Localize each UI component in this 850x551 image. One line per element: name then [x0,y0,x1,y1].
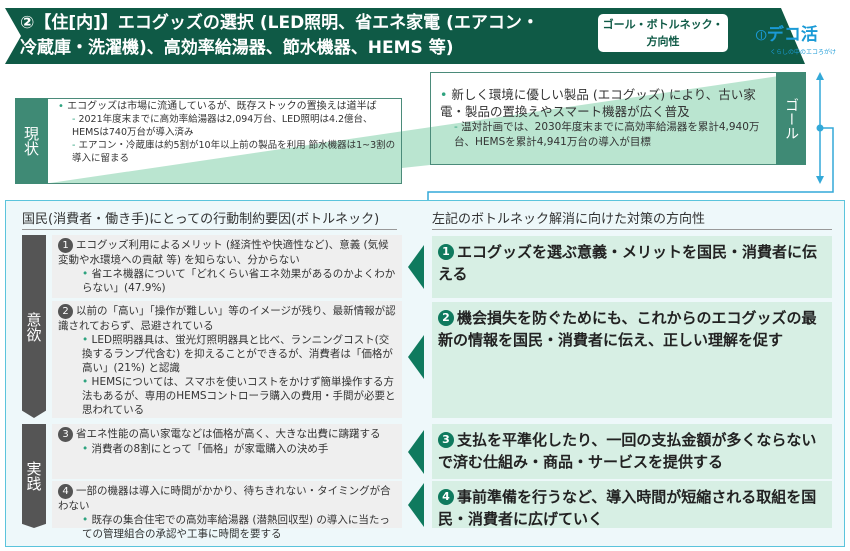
arrow-icon [408,245,424,289]
arrow-icon [408,335,424,379]
goal-label: ゴール [776,72,806,165]
group-label-motivation: 意欲 [22,235,46,418]
arrow-icon [408,483,424,527]
current-text: • エコグッズは市場に流通しているが、既存ストックの置換えは道半ば - 2021… [58,101,396,164]
current-label: 現状 [15,98,48,184]
bottleneck-header: 国民(消費者・働き手)にとっての行動制約要因(ボトルネック) [22,208,397,230]
goal-text: • 新しく環境に優しい製品 (エコグッズ) により、古い家電・製品の置換えやスマ… [440,87,760,148]
section-badge: ゴール・ボトルネック・方向性 [598,14,728,52]
connector-line [427,127,834,202]
page-title: ②【住[内]】エコグッズの選択 (LED照明、省エネ家電 (エアコン・冷蔵庫・洗… [20,13,539,58]
measures-header: 左記のボトルネック解消に向けた対策の方向性 [432,208,832,230]
group-label-practice: 実践 [22,424,46,528]
arrow-icon [408,430,424,474]
decokatsu-logo: ⦶デコ活くらしの中のエコろがけ [756,25,837,56]
